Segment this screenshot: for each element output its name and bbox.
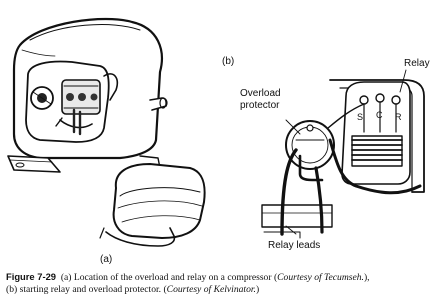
caption-part-b-credit-open: ( [163, 284, 167, 295]
relay-leads-label: Relay leads [268, 240, 321, 251]
overload-protector-label-line1: Overload [240, 88, 281, 99]
caption-part-b-credit-close: ) [255, 284, 260, 295]
overload-protector-label-line2: protector [240, 100, 280, 111]
relay-overload-drawing [261, 69, 425, 239]
figure-caption: Figure 7-29 (a) Location of the overload… [6, 271, 444, 296]
caption-part-b-credit: Courtesy of Kelvinator. [166, 284, 256, 295]
terminal-c-label: C [376, 110, 383, 120]
figure-number: Figure 7-29 [6, 271, 57, 282]
caption-part-a-credit-open: ( [273, 272, 278, 283]
terminal-s-label: S [357, 112, 364, 122]
panel-a-sublabel: (a) [100, 254, 113, 265]
caption-part-a-label: (a) [60, 272, 72, 283]
caption-part-b-label: (b) [6, 284, 18, 295]
panel-b-sublabel: (b) [222, 56, 235, 67]
caption-part-a-credit-close: ), [363, 272, 370, 283]
figure-illustration [7, 17, 425, 247]
compressor-drawing [7, 17, 206, 247]
terminal-r-label: R [395, 112, 402, 122]
caption-part-a-text: Location of the overload and relay on a … [73, 272, 272, 283]
caption-part-a-credit: Courtesy of Tecumseh. [277, 272, 364, 283]
caption-part-b-text: starting relay and overload protector. [19, 284, 162, 295]
relay-label: Relay [404, 58, 430, 69]
